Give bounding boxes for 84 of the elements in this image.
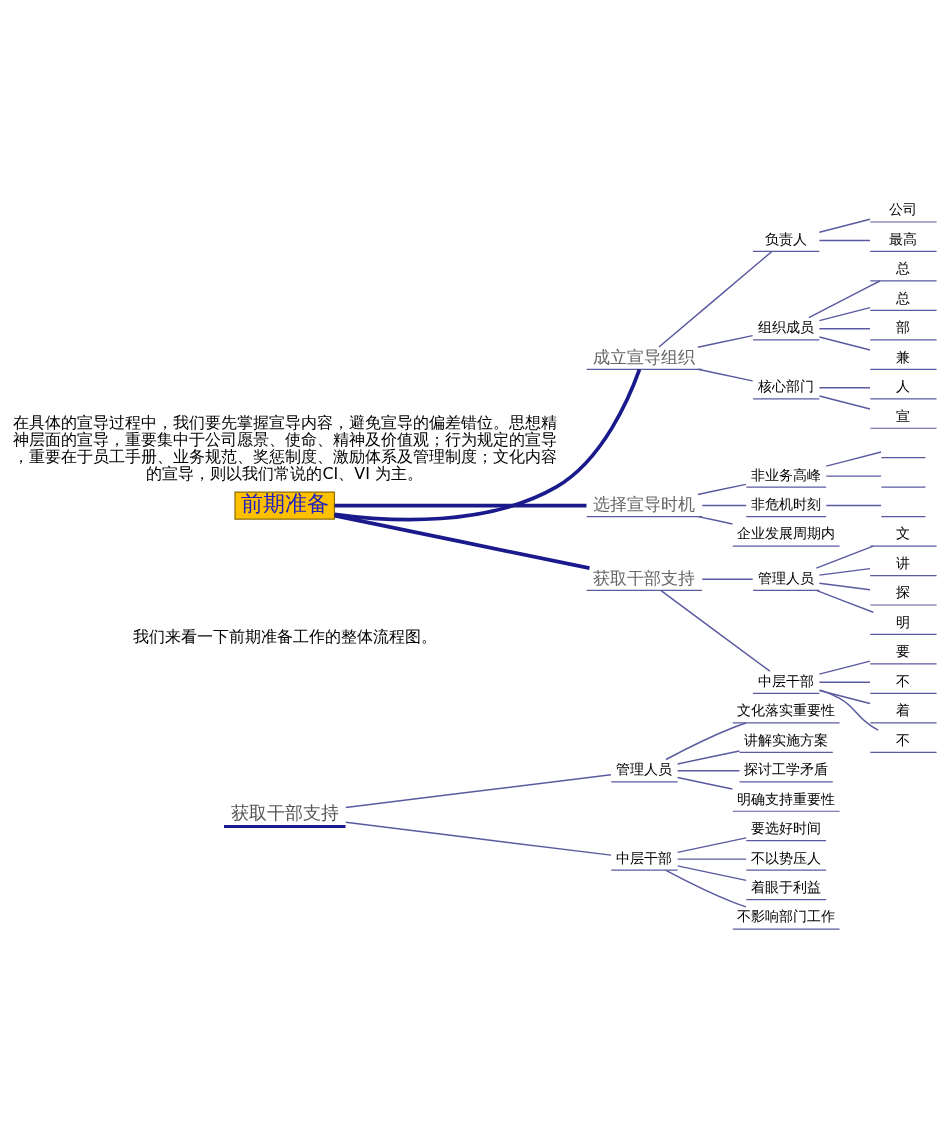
node-text: 宣 [896, 407, 911, 424]
connector [818, 582, 871, 591]
connector [818, 395, 871, 410]
node-text: 文化落实重要性 [737, 702, 836, 719]
node-text: 成立宣导组织 [593, 346, 696, 367]
node-text: 不影响部门工作 [737, 908, 836, 925]
node-text: 人 [896, 378, 911, 395]
node-text: 核心部门 [758, 378, 815, 395]
node-text: 明 [896, 613, 911, 630]
connector [701, 504, 747, 507]
connector [676, 770, 741, 772]
node-text: 着 [896, 702, 911, 719]
connector [818, 306, 871, 322]
connector [345, 773, 612, 809]
connector [825, 475, 882, 477]
node-text: 非业务高峰 [751, 466, 822, 483]
connector [345, 821, 612, 856]
connector [819, 689, 879, 731]
node-bar [880, 486, 927, 488]
connector [701, 578, 754, 580]
connector [660, 589, 771, 672]
node-text: 兼 [896, 348, 911, 365]
connector [665, 722, 747, 761]
node-bar [880, 457, 927, 459]
connector [697, 483, 747, 496]
node-text: 获取干部支持 [230, 802, 339, 824]
node-text: 不以势压人 [751, 849, 822, 866]
connector [818, 660, 871, 675]
node-text: 探 [896, 584, 911, 601]
node-text: 讲 [896, 554, 911, 571]
connector [808, 280, 881, 319]
connector [815, 545, 874, 569]
node-text: 总 [896, 260, 911, 277]
node-text: 企业发展周期内 [737, 525, 836, 542]
node-text: 不 [896, 731, 911, 748]
node-text: 非危机时刻 [751, 496, 822, 513]
node-text: 管理人员 [758, 569, 815, 586]
connector [818, 218, 871, 233]
node-text: 获取干部支持 [593, 567, 696, 588]
connector [676, 837, 747, 854]
connector [334, 503, 587, 508]
node-bar [880, 516, 927, 518]
node-text: 要 [896, 643, 911, 660]
node-text: 探讨工学矛盾 [744, 761, 829, 778]
connector [334, 513, 590, 570]
connector [697, 334, 754, 348]
connector [825, 451, 882, 467]
node-text: 公司 [889, 201, 918, 218]
node-text: 组织成员 [758, 319, 815, 336]
connector [818, 336, 871, 351]
node-text: 总 [896, 289, 911, 306]
connector [818, 239, 871, 242]
connector [818, 689, 871, 705]
node-text: 文 [896, 525, 911, 542]
node-text: 讲解实施方案 [744, 731, 829, 748]
node-text: 选择宣导时机 [593, 494, 696, 515]
connector [697, 515, 734, 525]
connector [818, 567, 871, 576]
node-box: 前期准备 [234, 491, 336, 520]
label: 我们来看一下前期准备工作的整体流程图。 [132, 627, 437, 647]
connector [334, 368, 642, 522]
connector [697, 368, 754, 382]
connector [818, 681, 871, 684]
node-text: 明确支持重要性 [737, 790, 836, 807]
node-text: 部 [896, 319, 911, 336]
node-text: 不 [896, 672, 911, 689]
node-text: 管理人员 [616, 761, 673, 778]
connector [815, 589, 874, 613]
connector [676, 858, 747, 860]
node-text: 负责人 [765, 230, 808, 247]
connector [825, 504, 882, 507]
connector [676, 776, 734, 790]
node-text: 要选好时间 [751, 820, 822, 837]
node-text: 着眼于利益 [751, 879, 822, 896]
connector [665, 869, 747, 908]
connector [658, 250, 773, 348]
node-text: 中层干部 [616, 849, 673, 866]
node-text: 最高 [889, 230, 918, 247]
connector [676, 750, 741, 765]
connector [818, 387, 871, 389]
label: 在具体的宣导过程中，我们要先掌握宣导内容，避免宣导的偏差错位。思想精神层面的宣导，重要集中于公司愿景、使命、精神及价值观；行为规定的宣导，重要在于员工手册、业务规范、奖惩制度、激励体系及管理制度；文化内容的宣导，则以我们常说的CI、VI 为主。 [12, 412, 557, 484]
connector [818, 328, 871, 330]
connector [676, 865, 747, 882]
node-text: 中层干部 [758, 672, 815, 689]
